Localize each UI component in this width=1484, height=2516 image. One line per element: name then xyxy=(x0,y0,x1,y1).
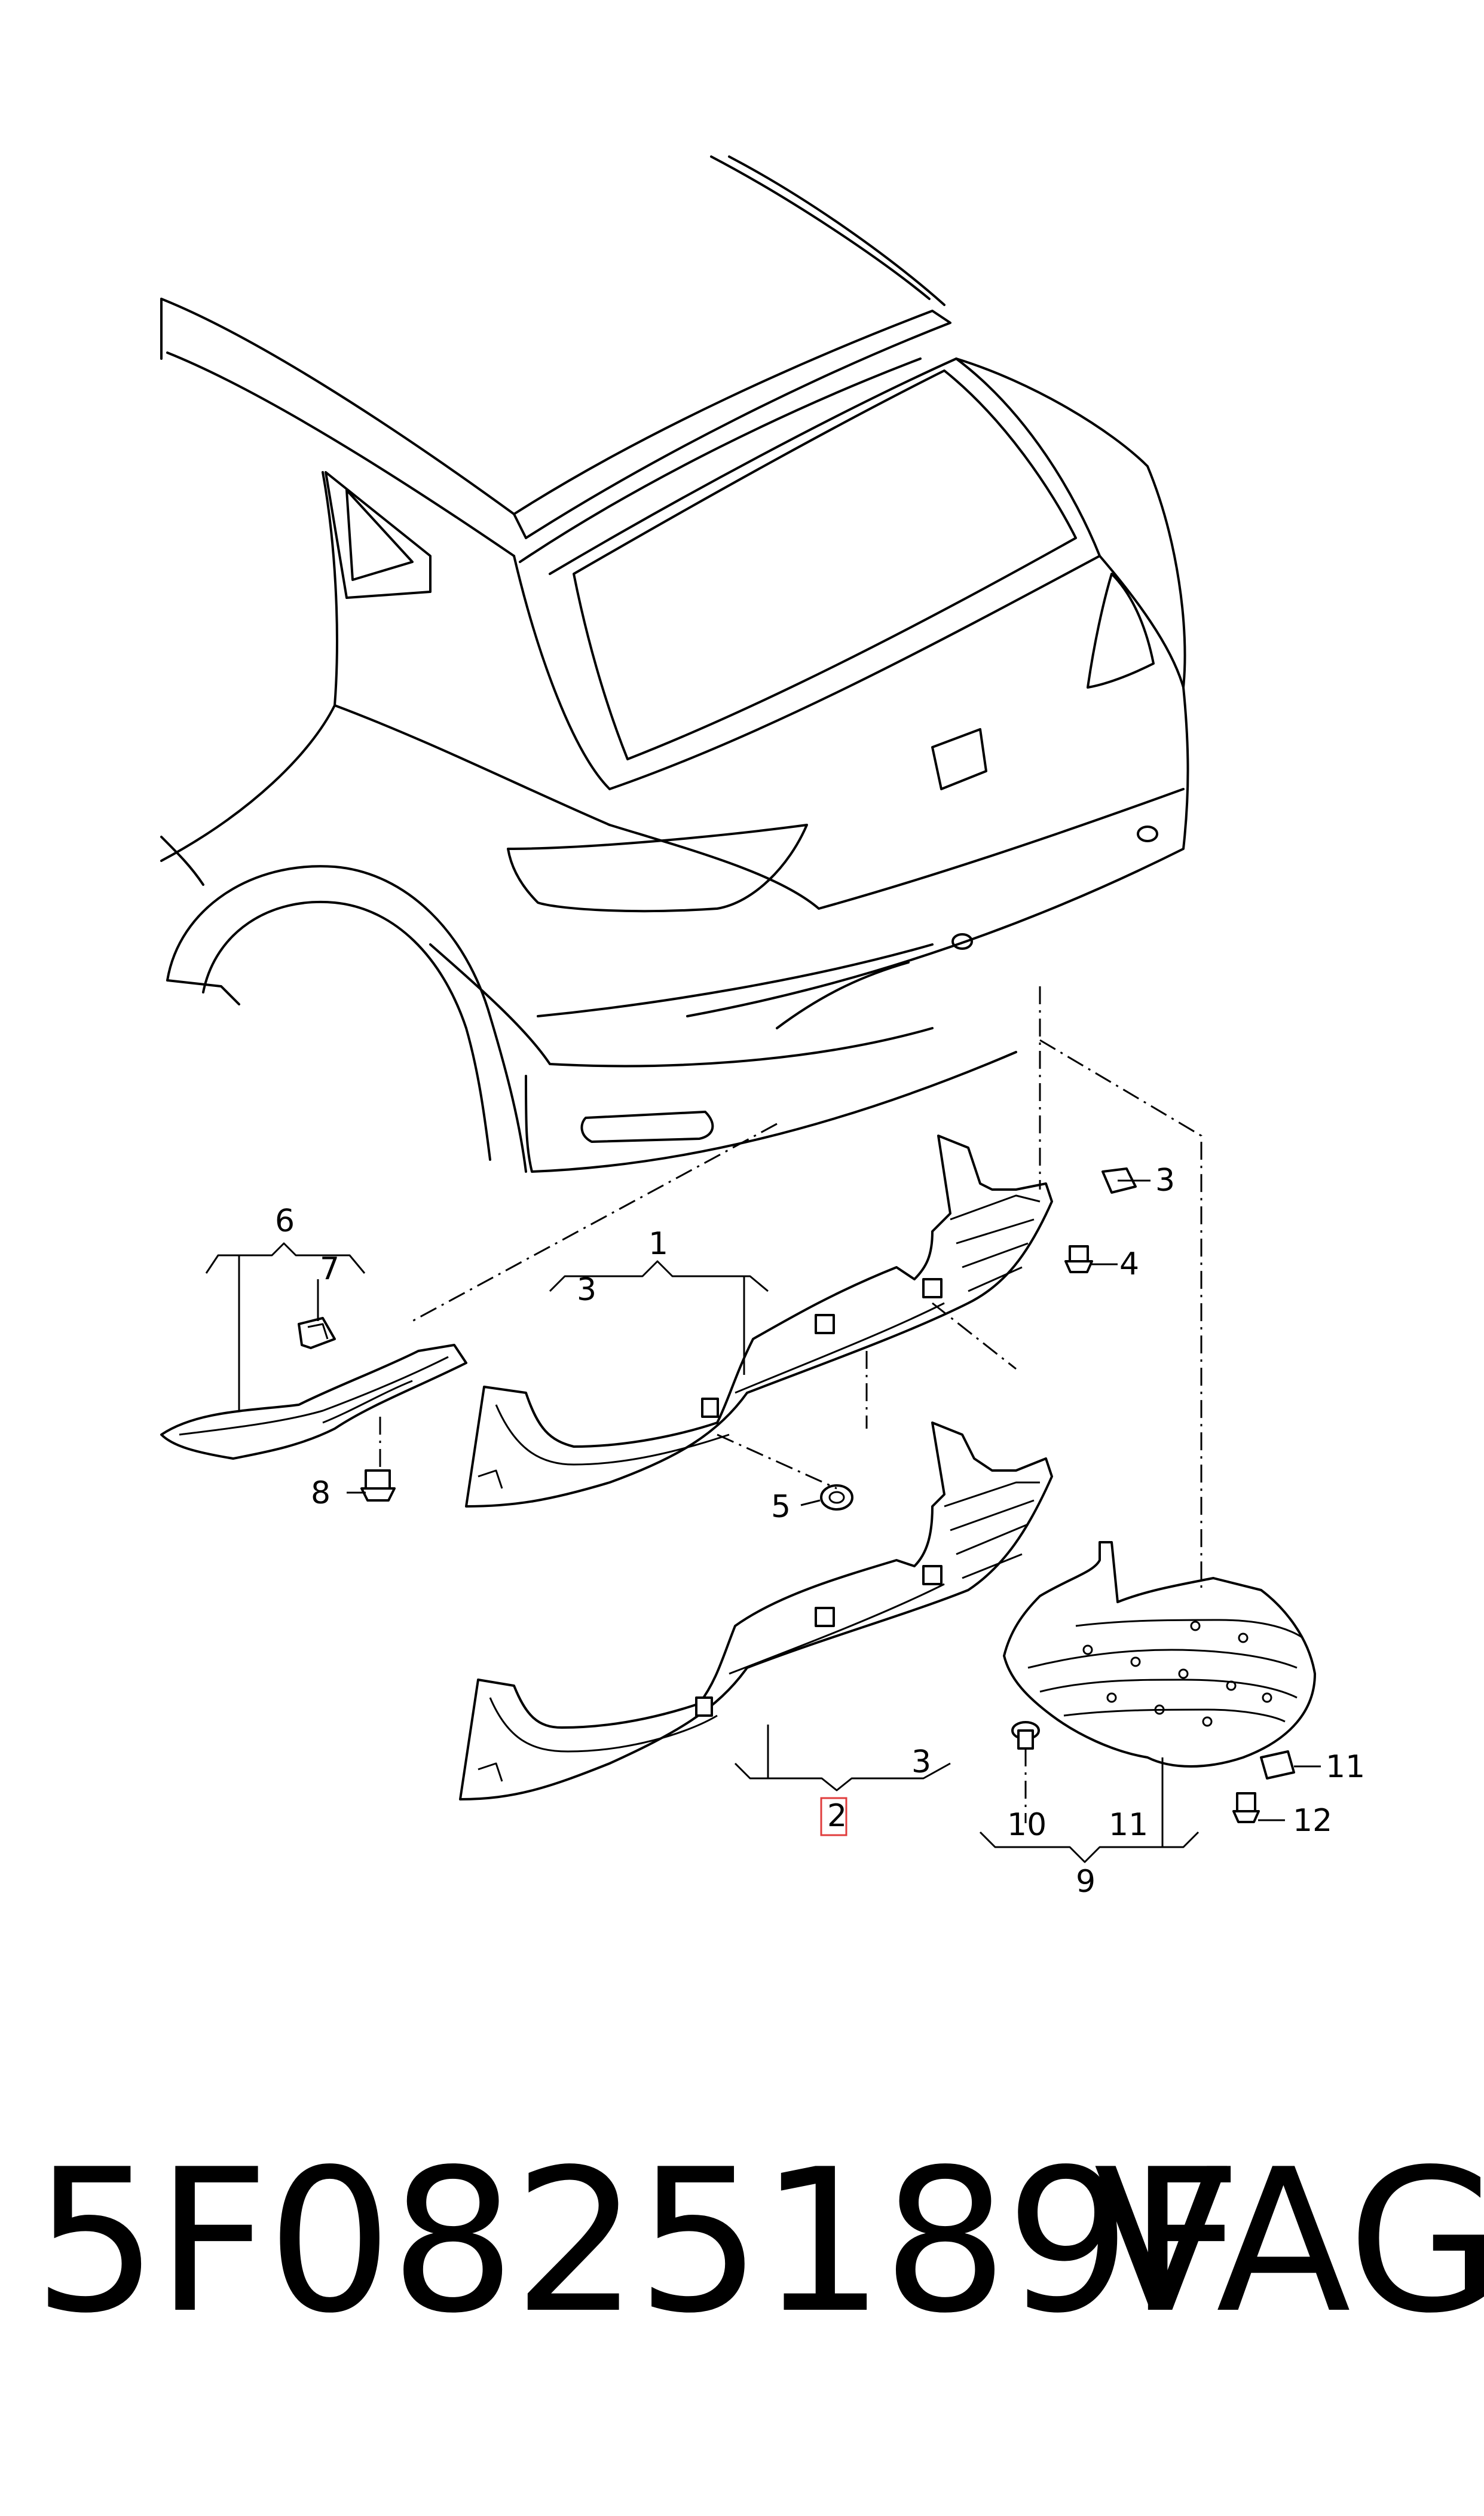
callout-10: 10 xyxy=(1007,1807,1047,1843)
part-2-lower-diffuser xyxy=(459,1421,1053,1800)
callout-2: 2 xyxy=(827,1798,847,1834)
callout-4: 4 xyxy=(1119,1246,1139,1282)
callout-6: 6 xyxy=(275,1203,295,1239)
part-7-clip xyxy=(298,1317,336,1349)
part-11-clip xyxy=(1260,1750,1295,1780)
callout-3-right: 3 xyxy=(1155,1163,1175,1199)
part-5-nut xyxy=(820,1484,853,1511)
callout-3-upper: 3 xyxy=(577,1272,596,1308)
callout-2-highlight xyxy=(820,1797,847,1836)
callout-11-lower: 11 xyxy=(1109,1807,1148,1843)
part-4-screw xyxy=(1064,1245,1093,1273)
exploded-parts-diagram: 1 2 3 3 3 4 5 6 7 8 9 10 11 11 12 xyxy=(160,155,1365,1900)
assembly-lines xyxy=(379,986,1203,1823)
part-9-underbody-panel xyxy=(1003,1541,1316,1768)
part-1-upper-diffuser xyxy=(465,1135,1053,1508)
callout-9: 9 xyxy=(1076,1864,1096,1900)
leader-lines xyxy=(205,1179,1321,1863)
callout-3-lower: 3 xyxy=(911,1744,931,1780)
footer: 5F0825189F VAG xyxy=(0,2116,1484,2367)
part-6-side-panel xyxy=(160,1344,467,1460)
part-8-screw xyxy=(360,1469,396,1502)
callout-labels: 1 2 3 3 3 4 5 6 7 8 9 10 11 11 12 xyxy=(275,1163,1365,1900)
part-12-screw xyxy=(1232,1792,1260,1823)
brand: VAG xyxy=(1094,2127,1484,2356)
car-body-outline xyxy=(160,155,1189,1173)
part-number: 5F0825189F xyxy=(33,2127,1242,2356)
callout-8: 8 xyxy=(311,1475,331,1511)
callout-7: 7 xyxy=(320,1251,339,1287)
part-10-nut xyxy=(1011,1721,1040,1750)
callout-12: 12 xyxy=(1293,1803,1332,1839)
callout-1: 1 xyxy=(648,1226,668,1262)
callout-11-right: 11 xyxy=(1326,1749,1365,1785)
callout-5: 5 xyxy=(771,1489,791,1525)
